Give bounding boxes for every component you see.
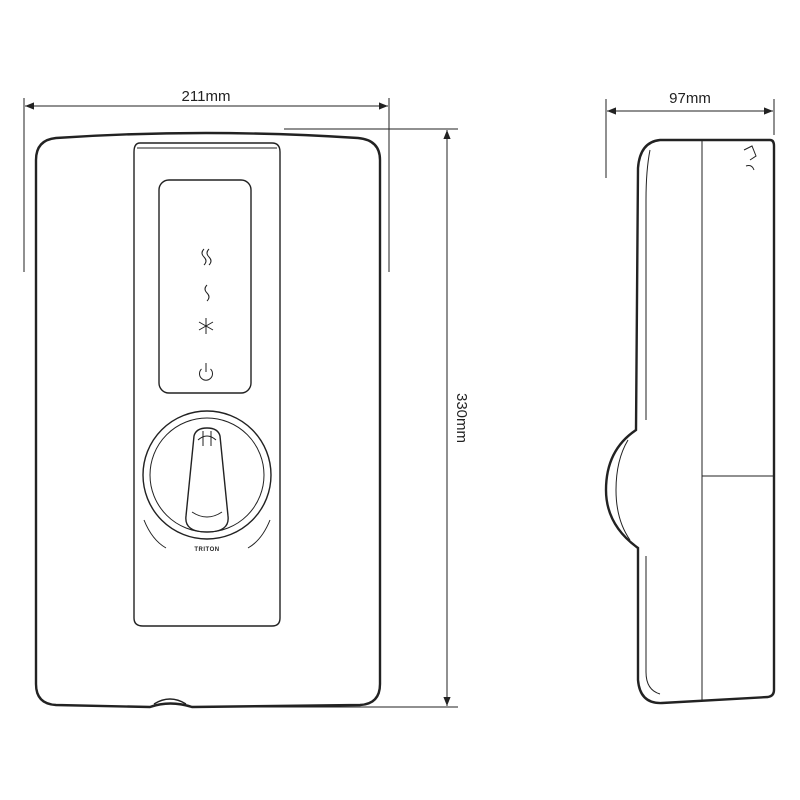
knob-grip-top (197, 435, 217, 441)
knob-pointer (202, 431, 212, 446)
depth-dimension: 97mm (605, 90, 775, 178)
knob-outer-ring (142, 410, 272, 540)
width-dimension: 211mm (23, 88, 390, 272)
indicator-panel (158, 179, 252, 394)
side-top-notch (743, 145, 757, 161)
power-icon (199, 363, 213, 381)
knob-inner-ring (149, 417, 265, 533)
knob-grip (185, 427, 229, 533)
knob-grip-bottom (191, 511, 223, 518)
high-heat-icon (201, 248, 212, 266)
cold-icon (198, 318, 214, 334)
front-body-outline (34, 131, 382, 709)
height-dimension: 330mm (190, 128, 470, 708)
width-label: 211mm (182, 88, 231, 105)
depth-label: 97mm (669, 90, 711, 107)
front-view: TRITON (34, 131, 382, 709)
bottom-clip (153, 698, 187, 705)
side-knob-profile (615, 439, 631, 541)
control-faceplate (133, 142, 281, 627)
brand-logo: TRITON (194, 547, 219, 553)
height-label: 330mm (453, 393, 470, 443)
temperature-control-knob (142, 410, 272, 540)
side-front-edge-lower (645, 556, 661, 695)
side-top-detail (745, 165, 755, 171)
low-heat-icon (204, 284, 210, 302)
range-arc-left (143, 519, 167, 549)
side-view (604, 138, 776, 705)
range-arc-right (247, 519, 271, 549)
side-front-edge (645, 149, 651, 420)
side-body-outline (604, 138, 776, 705)
